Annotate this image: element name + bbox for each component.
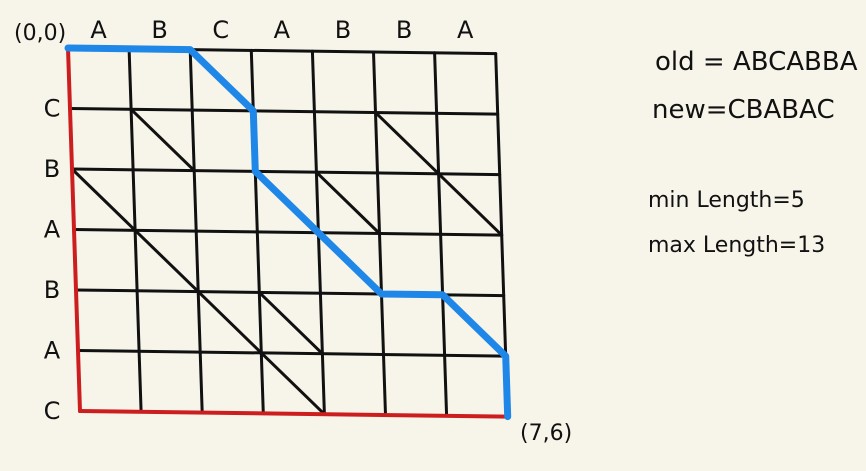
old-string-note: old = ABCABBA xyxy=(655,47,858,77)
max-length-note: max Length=13 xyxy=(648,233,825,258)
new-string-note: new=CBABAC xyxy=(652,95,835,125)
diagonal-match xyxy=(314,170,381,235)
edit-path-polyline xyxy=(64,44,512,421)
red-left-edge xyxy=(66,46,82,413)
origin-label: (0,0) xyxy=(14,21,66,46)
left-letter: B xyxy=(44,155,60,183)
top-letter: C xyxy=(212,16,229,44)
grid-row-line xyxy=(76,349,508,358)
diagonal-match xyxy=(129,107,196,173)
top-letter: B xyxy=(335,16,351,44)
grid-row-line xyxy=(70,167,502,177)
left-letters: C B A B A C xyxy=(44,95,61,426)
diagonal-match xyxy=(259,351,326,416)
grid-row-line xyxy=(72,228,504,237)
red-bottom-edge xyxy=(78,409,510,419)
left-letter: B xyxy=(44,276,60,304)
top-letter: A xyxy=(90,16,107,44)
diagonal-match xyxy=(374,111,441,176)
left-letter: C xyxy=(44,397,61,425)
min-length-note: min Length=5 xyxy=(648,188,805,213)
red-border-path xyxy=(66,46,510,419)
top-letter: B xyxy=(151,16,167,44)
diagonal-match xyxy=(196,290,263,355)
grid-row-line xyxy=(68,107,500,116)
diagonal-match xyxy=(437,172,504,237)
top-letter: B xyxy=(396,16,412,44)
blue-edit-path xyxy=(64,44,512,421)
grid-lines xyxy=(66,46,510,419)
top-letter: A xyxy=(274,16,291,44)
left-letter: A xyxy=(44,337,61,365)
diagonal-match xyxy=(133,228,200,294)
top-letter: A xyxy=(457,16,474,44)
diagonal-match xyxy=(70,167,137,232)
end-label: (7,6) xyxy=(520,421,572,446)
left-letter: C xyxy=(44,95,61,123)
diagonal-match xyxy=(257,290,324,356)
left-letter: A xyxy=(44,216,61,244)
